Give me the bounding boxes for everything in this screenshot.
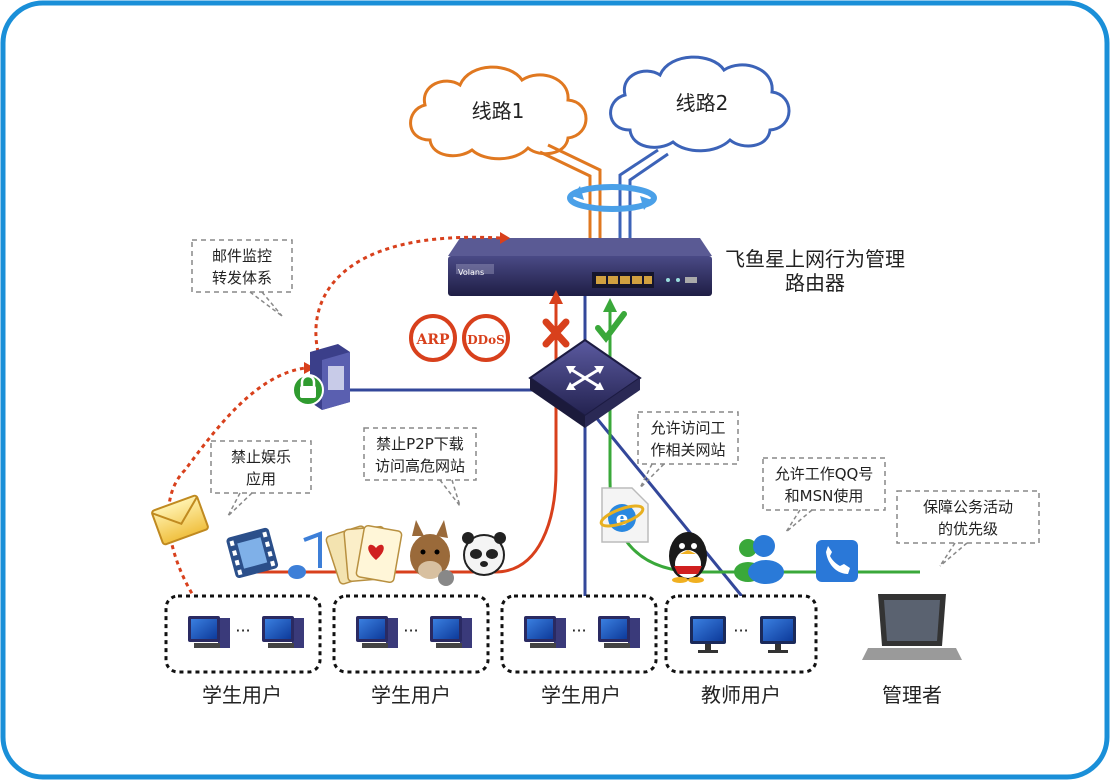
note-p2p: 禁止P2P下载 访问高危网站 [363, 427, 477, 507]
desktop-computer-icon [524, 616, 566, 648]
desktop-computer-icon [598, 616, 640, 648]
qq-icon [669, 532, 707, 583]
ie-browser-icon: e [599, 487, 649, 543]
switch-icon [528, 338, 642, 428]
film-icon [226, 527, 279, 579]
group-label-admin: 管理者 [882, 683, 942, 707]
donkey-icon [410, 520, 454, 586]
lcd-monitor-icon [760, 616, 796, 653]
arp-label: ARP [415, 332, 449, 348]
note-work-line1: 允许访问工 [650, 419, 725, 437]
group-box-student1: ··· [164, 594, 322, 674]
msn-icon [734, 535, 784, 584]
uplink-lines [539, 143, 669, 238]
group-label-student3: 学生用户 [541, 683, 621, 707]
ellipsis-dots: ··· [571, 621, 586, 640]
ddos-badge: DDoS [462, 314, 510, 362]
arp-badge: ARP [409, 314, 457, 362]
router-brand: Volans [458, 268, 484, 277]
note-mail-line1: 邮件监控 [212, 247, 272, 265]
group-label-teacher: 教师用户 [701, 683, 781, 707]
note-entertainment-line1: 禁止娱乐 [231, 448, 291, 466]
user-groups: ··· ··· ··· ··· [164, 594, 818, 674]
note-priority-line1: 保障公务活动 [923, 498, 1013, 516]
note-qqmsn-line1: 允许工作QQ号 [775, 465, 874, 483]
router-title-line1: 飞鱼星上网行为管理 [725, 247, 905, 271]
note-work-sites: 允许访问工 作相关网站 [637, 411, 739, 489]
block-x-icon [542, 318, 570, 348]
note-mail-monitor: 邮件监控 转发体系 [191, 239, 293, 317]
phone-icon [816, 540, 858, 582]
cloud-line1: 线路1 [409, 65, 588, 161]
line1-label: 线路1 [472, 99, 525, 123]
ellipsis-dots: ··· [235, 621, 250, 640]
ellipsis-dots: ··· [403, 621, 418, 640]
lcd-monitor-icon [690, 616, 726, 653]
router-title-line2: 路由器 [785, 271, 845, 295]
group-label-student2: 学生用户 [371, 683, 451, 707]
laptop-icon [862, 594, 962, 660]
group-box-student2: ··· [332, 594, 490, 674]
note-qqmsn-line2: 和MSN使用 [785, 487, 864, 505]
ddos-label: DDoS [467, 333, 504, 347]
envelope-icon [151, 494, 209, 546]
note-work-line2: 作相关网站 [650, 441, 725, 459]
desktop-computer-icon [188, 616, 230, 648]
desktop-computer-icon [430, 616, 472, 648]
note-entertainment-line2: 应用 [246, 470, 276, 488]
teacher-link [588, 409, 747, 601]
note-mail-line2: 转发体系 [212, 269, 272, 287]
note-entertainment: 禁止娱乐 应用 [210, 440, 312, 517]
note-p2p-line1: 禁止P2P下载 [376, 435, 464, 453]
router-device: Volans [448, 238, 712, 296]
note-priority-line2: 的优先级 [938, 520, 998, 538]
desktop-computer-icon [356, 616, 398, 648]
desktop-computer-icon [262, 616, 304, 648]
playing-cards-icon [325, 524, 403, 585]
load-balance-ring-icon [567, 184, 657, 212]
note-priority: 保障公务活动 的优先级 [896, 490, 1040, 567]
group-label-student1: 学生用户 [202, 683, 282, 707]
lock-icon [292, 374, 324, 406]
cloud-line2: 线路2 [609, 55, 791, 153]
line2-label: 线路2 [676, 91, 729, 115]
note-qq-msn: 允许工作QQ号 和MSN使用 [762, 457, 886, 533]
music-note-icon [288, 531, 322, 579]
note-p2p-line2: 访问高危网站 [375, 457, 465, 475]
allow-check-icon [595, 311, 627, 343]
mail-monitor-path [166, 366, 306, 601]
panda-icon [462, 532, 506, 576]
ellipsis-dots: ··· [733, 621, 748, 640]
blocked-path [248, 300, 558, 574]
group-box-student3: ··· [500, 594, 658, 674]
group-box-teacher: ··· [664, 594, 818, 674]
